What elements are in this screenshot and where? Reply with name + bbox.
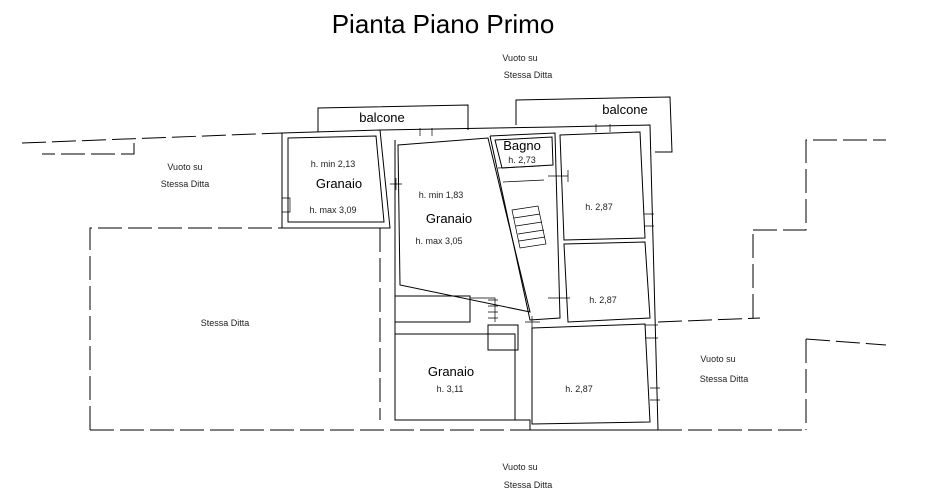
top-void-label-line2: Stessa Ditta xyxy=(504,70,553,80)
granaio-center-name: Granaio xyxy=(426,211,472,226)
balcone-left-label: balcone xyxy=(359,110,405,125)
bottom-void-label-line2: Stessa Ditta xyxy=(504,480,553,490)
right-void-label-line2: Stessa Ditta xyxy=(700,374,749,384)
left-void-label-line1: Vuoto su xyxy=(167,162,202,172)
plan-title: Pianta Piano Primo xyxy=(332,9,555,39)
left-void-label-line2: Stessa Ditta xyxy=(161,179,210,189)
granaio-small-min-height: h. min 2,13 xyxy=(311,159,356,169)
granaio-bottom-name: Granaio xyxy=(428,364,474,379)
openings xyxy=(282,124,660,401)
right-void-label-line1: Vuoto su xyxy=(700,354,735,364)
top-void-label-line1: Vuoto su xyxy=(502,53,537,63)
building-walls xyxy=(281,124,659,431)
granaio-bottom-height: h. 3,11 xyxy=(437,384,464,394)
granaio-small-max-height: h. max 3,09 xyxy=(309,205,356,215)
granaio-center-min-height: h. min 1,83 xyxy=(419,190,464,200)
granaio-small-name: Granaio xyxy=(316,176,362,191)
granaio-center-max-height: h. max 3,05 xyxy=(415,236,462,246)
balcone-right: balcone xyxy=(515,96,673,153)
balcone-left: balcone xyxy=(317,104,469,132)
bagno-height: h. 2,73 xyxy=(508,155,536,165)
bagno-name: Bagno xyxy=(503,138,541,153)
balcone-right-label: balcone xyxy=(602,102,648,117)
staircase xyxy=(511,205,547,249)
room-right-top-height: h. 2,87 xyxy=(585,202,613,212)
stessa-ditta-label: Stessa Ditta xyxy=(201,318,250,328)
room-right-bottom-height: h. 2,87 xyxy=(565,384,593,394)
bottom-void-label-line1: Vuoto su xyxy=(502,462,537,472)
room-right-mid-height: h. 2,87 xyxy=(589,295,617,305)
